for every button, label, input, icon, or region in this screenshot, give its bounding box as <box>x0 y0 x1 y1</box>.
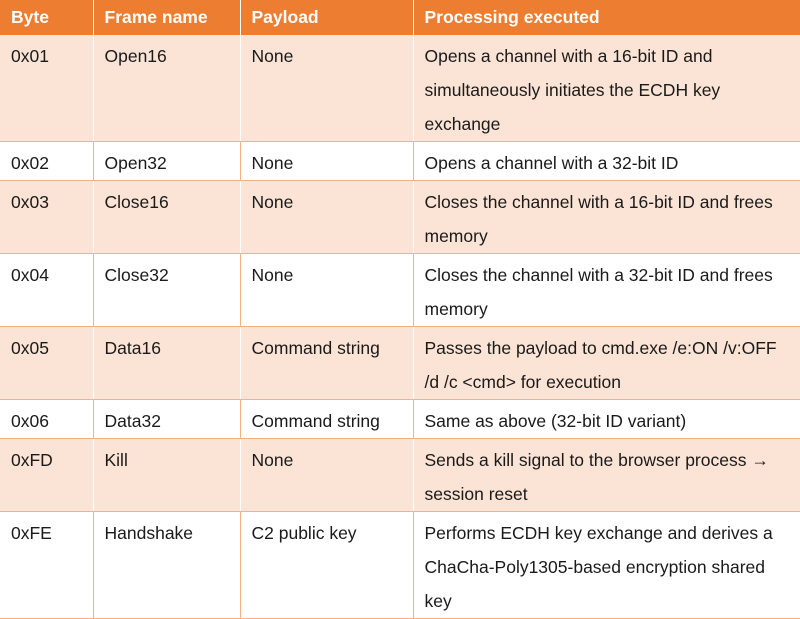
cell-byte: 0xFD <box>0 438 94 512</box>
cell-frame-name: Close32 <box>93 253 241 327</box>
cell-frame-name: Data32 <box>93 399 241 439</box>
cell-byte: 0x03 <box>0 180 94 254</box>
cell-frame-name: Open32 <box>93 141 241 181</box>
cell-processing: Closes the channel with a 16-bit ID and … <box>413 180 800 254</box>
table-row: 0x05 Data16 Command string Passes the pa… <box>0 326 800 400</box>
cell-frame-name: Data16 <box>93 326 241 400</box>
cell-processing: Sends a kill signal to the browser proce… <box>413 438 800 512</box>
cell-byte: 0x05 <box>0 326 94 400</box>
table-row: 0xFE Handshake C2 public key Performs EC… <box>0 511 800 619</box>
cell-payload: None <box>240 438 414 512</box>
cell-frame-name: Open16 <box>93 35 241 142</box>
table-row: 0x03 Close16 None Closes the channel wit… <box>0 180 800 254</box>
header-byte: Byte <box>0 0 94 35</box>
cell-processing: Same as above (32-bit ID variant) <box>413 399 800 439</box>
cell-processing: Opens a channel with a 32-bit ID <box>413 141 800 181</box>
cell-processing: Performs ECDH key exchange and derives a… <box>413 511 800 619</box>
header-processing: Processing executed <box>413 0 800 35</box>
cell-payload: Command string <box>240 326 414 400</box>
table-row: 0x02 Open32 None Opens a channel with a … <box>0 141 800 181</box>
header-payload: Payload <box>240 0 414 35</box>
cell-payload: None <box>240 180 414 254</box>
cell-payload: None <box>240 253 414 327</box>
table-row: 0x04 Close32 None Closes the channel wit… <box>0 253 800 327</box>
cell-byte: 0x06 <box>0 399 94 439</box>
cell-byte: 0x04 <box>0 253 94 327</box>
header-row: Byte Frame name Payload Processing execu… <box>0 0 800 35</box>
cell-byte: 0xFE <box>0 511 94 619</box>
table-row: 0x06 Data32 Command string Same as above… <box>0 399 800 439</box>
table-row: 0xFD Kill None Sends a kill signal to th… <box>0 438 800 512</box>
cell-payload: C2 public key <box>240 511 414 619</box>
cell-frame-name: Kill <box>93 438 241 512</box>
cell-payload: None <box>240 141 414 181</box>
cell-payload: Command string <box>240 399 414 439</box>
header-frame-name: Frame name <box>93 0 241 35</box>
cell-byte: 0x02 <box>0 141 94 181</box>
cell-frame-name: Handshake <box>93 511 241 619</box>
cell-byte: 0x01 <box>0 35 94 142</box>
cell-processing: Passes the payload to cmd.exe /e:ON /v:O… <box>413 326 800 400</box>
cell-processing: Closes the channel with a 32-bit ID and … <box>413 253 800 327</box>
table-row: 0x01 Open16 None Opens a channel with a … <box>0 35 800 142</box>
cell-payload: None <box>240 35 414 142</box>
cell-frame-name: Close16 <box>93 180 241 254</box>
cell-processing: Opens a channel with a 16-bit ID and sim… <box>413 35 800 142</box>
